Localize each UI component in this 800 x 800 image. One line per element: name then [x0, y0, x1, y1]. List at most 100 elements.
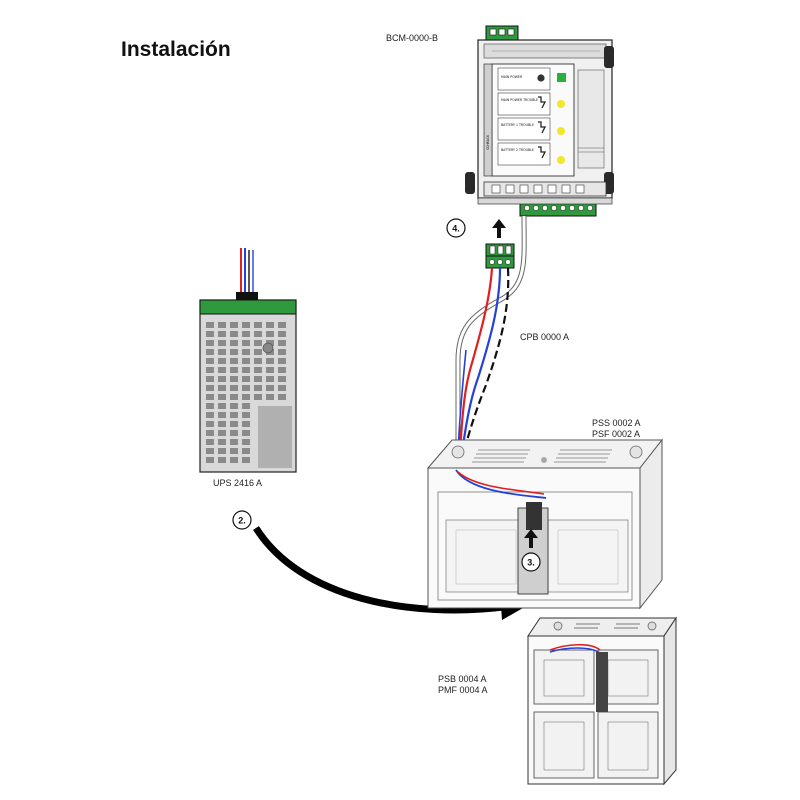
cpb-label: CPB 0000 A: [520, 332, 569, 342]
red-wire: [458, 267, 494, 453]
vent-slot: [278, 394, 286, 400]
vent-slot: [218, 322, 226, 328]
vent-slot: [206, 349, 214, 355]
vent-slot: [218, 340, 226, 346]
vent-slot: [218, 439, 226, 445]
vent-slot: [242, 403, 250, 409]
pss-label-line1: PSS 0002 A: [592, 418, 641, 428]
indicator-label: MAIN POWER TROUBLE: [501, 98, 538, 102]
vent-slot: [242, 340, 250, 346]
bcm-indicator-row-3: BATTERY 1 TROUBLE: [497, 117, 565, 141]
vent-slot: [254, 376, 262, 382]
vent-slot: [230, 376, 238, 382]
vent-slot: [230, 412, 238, 418]
vent-slot: [206, 367, 214, 373]
vent-slot: [206, 457, 214, 463]
vent-slot: [254, 358, 262, 364]
pss-label-line2: PSF 0002 A: [592, 429, 640, 439]
vent-slot: [230, 421, 238, 427]
black-wire: [462, 267, 510, 453]
vent-slot: [230, 358, 238, 364]
vent-slot: [218, 412, 226, 418]
vent-slot: [266, 358, 274, 364]
bcm-indicator-row-4: BATTERY 2 TROUBLE: [497, 142, 565, 166]
pss-enclosure: [426, 438, 664, 610]
step-number: 2.: [238, 516, 246, 526]
vent-slot: [218, 430, 226, 436]
vent-slot: [242, 421, 250, 427]
vent-slot: [242, 376, 250, 382]
vent-slot: [242, 457, 250, 463]
vent-slot: [242, 430, 250, 436]
psb-enclosure: [527, 616, 677, 786]
vent-slot: [206, 448, 214, 454]
vent-slot: [230, 349, 238, 355]
step-2-marker: 2.: [232, 510, 252, 530]
led-yellow: [557, 100, 565, 108]
vent-slot: [230, 385, 238, 391]
vent-slot: [278, 340, 286, 346]
arrow-up-icon: [524, 529, 538, 548]
blue-wire: [460, 267, 502, 453]
vent-slot: [278, 322, 286, 328]
cpb-cable: [455, 215, 527, 453]
vent-slot: [254, 340, 262, 346]
vent-slot: [278, 367, 286, 373]
vent-slot: [242, 448, 250, 454]
vent-slot: [266, 376, 274, 382]
vent-slot: [206, 340, 214, 346]
vent-slot: [242, 385, 250, 391]
vent-slot: [218, 421, 226, 427]
vent-slot: [218, 349, 226, 355]
bcm-indicator-row-1: MAIN POWER: [497, 67, 566, 91]
vent-slot: [266, 340, 274, 346]
led-green: [557, 73, 566, 82]
ups-module: [199, 248, 297, 473]
vent-slot: [242, 349, 250, 355]
psb-label-line2: PMF 0004 A: [438, 685, 488, 695]
vent-slot: [242, 394, 250, 400]
bcm-module: SCHRACK MAIN POWER MAIN POWER TROUBLE BA…: [465, 25, 614, 217]
bcm-side-label: SCHRACK: [486, 134, 490, 150]
vent-slot: [206, 430, 214, 436]
vent-slot: [206, 331, 214, 337]
din-clip-bottom-left: [465, 172, 475, 194]
vent-slot: [254, 322, 262, 328]
vent-slot: [206, 439, 214, 445]
page-title: Instalación: [121, 38, 231, 61]
vent-slot: [242, 367, 250, 373]
vent-slot: [254, 331, 262, 337]
vent-slot: [278, 331, 286, 337]
indicator-label: MAIN POWER: [501, 75, 523, 79]
vent-slot: [230, 322, 238, 328]
indicator-label: BATTERY 1 TROUBLE: [501, 123, 534, 127]
vent-slot: [218, 448, 226, 454]
ups-label: UPS 2416 A: [213, 478, 262, 488]
vent-slot: [206, 394, 214, 400]
vent-slot: [218, 358, 226, 364]
vent-slot: [266, 385, 274, 391]
vent-slot: [206, 403, 214, 409]
vent-slot: [206, 376, 214, 382]
vent-slot: [230, 340, 238, 346]
vent-slot: [242, 412, 250, 418]
din-clip-bottom-right: [604, 172, 614, 194]
vent-slot: [230, 331, 238, 337]
step-number: 4.: [452, 224, 460, 234]
vent-slot: [218, 331, 226, 337]
vent-slot: [254, 367, 262, 373]
vent-slot: [278, 385, 286, 391]
led-yellow: [557, 127, 565, 135]
ups-ventilation-grid: [206, 322, 286, 463]
vent-slot: [230, 367, 238, 373]
vent-slot: [242, 439, 250, 445]
bcm-label: BCM-0000-B: [386, 33, 438, 43]
led-yellow: [557, 156, 565, 164]
vent-slot: [218, 376, 226, 382]
indicator-label: BATTERY 2 TROUBLE: [501, 148, 534, 152]
vent-slot: [266, 394, 274, 400]
vent-slot: [206, 385, 214, 391]
vent-slot: [278, 349, 286, 355]
